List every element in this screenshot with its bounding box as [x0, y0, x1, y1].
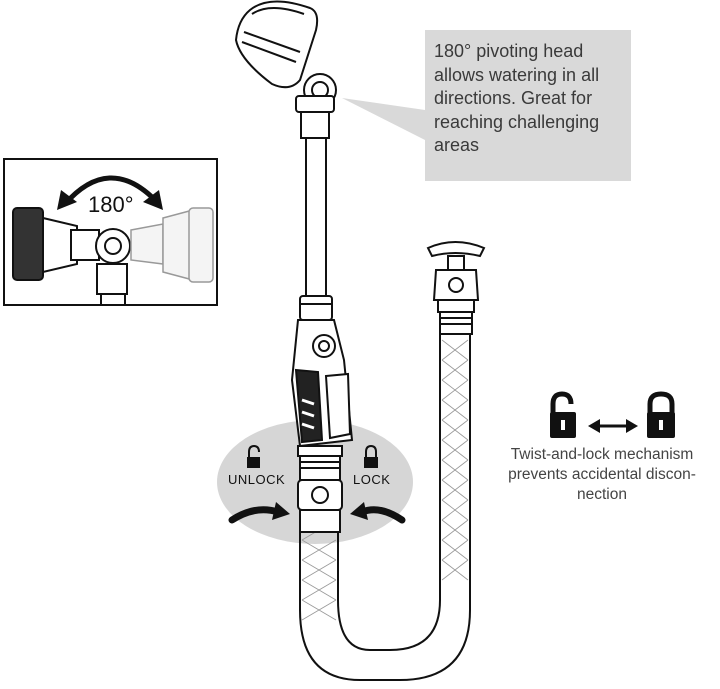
lock-description-line-1: Twist-and-lock mechanism [510, 446, 694, 463]
pivot-angle-label: 180° [88, 192, 134, 217]
unlocked-padlock-icon [247, 444, 260, 468]
callout-pointer [342, 98, 425, 140]
large-locked-padlock-icon [647, 391, 675, 438]
pivot-inset [3, 158, 218, 306]
large-unlocked-padlock-icon [550, 391, 576, 438]
locked-padlock-icon [364, 444, 378, 468]
unlock-label: UNLOCK [228, 472, 286, 487]
double-arrow-icon [588, 419, 638, 433]
shower-head [234, 0, 337, 113]
hose [299, 335, 471, 681]
pivot-arc-arrow [63, 175, 157, 206]
callout-text: 180° pivoting head allows watering in al… [434, 41, 600, 155]
spigot [426, 241, 486, 335]
lock-description-line-3: nection [577, 486, 627, 503]
handle [290, 319, 354, 448]
quick-connector [297, 445, 343, 533]
curved-arrow-icon-right-head [350, 502, 368, 520]
wand-tube [299, 109, 333, 321]
callout-box [425, 30, 631, 181]
curved-arrow-icon-left-head [272, 502, 290, 520]
lock-description-line-2: prevents accidental discon- [508, 466, 696, 483]
lock-description: Twist-and-lock mechanism prevents accide… [486, 445, 718, 505]
pivot-inset-drawing [12, 175, 214, 304]
lock-label: LOCK [353, 472, 391, 487]
